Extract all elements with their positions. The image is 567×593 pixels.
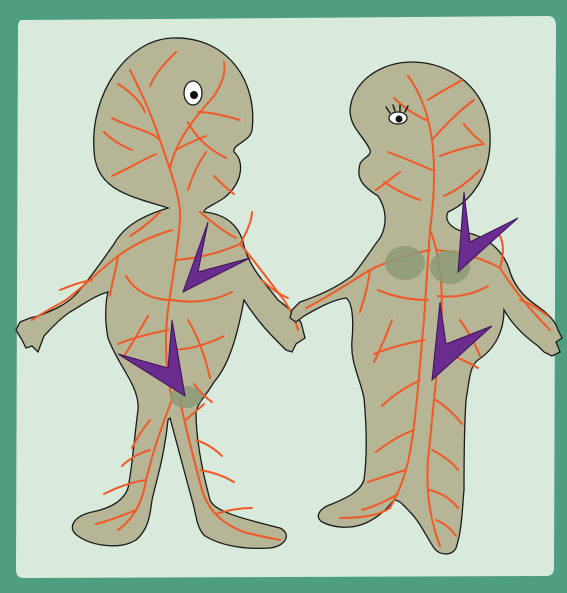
male-eye xyxy=(184,81,202,105)
female-spot-left xyxy=(385,246,425,280)
